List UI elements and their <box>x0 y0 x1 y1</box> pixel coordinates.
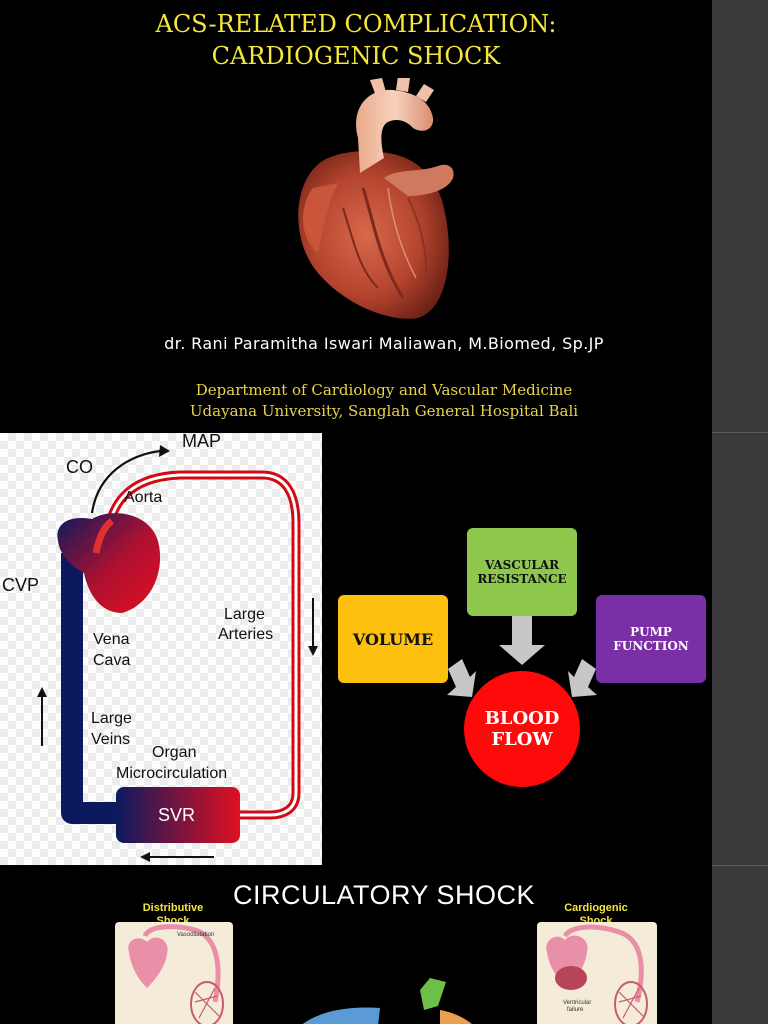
vena-cava-label-1: Vena <box>93 631 130 648</box>
blood-flow-label-1: BLOOD <box>484 708 560 729</box>
large-veins-label-2: Veins <box>91 731 131 748</box>
vascular-resistance-box: VASCULAR RESISTANCE <box>467 528 577 616</box>
distributive-label-1: Distributive <box>142 902 204 914</box>
pump-function-box: PUMP FUNCTION <box>596 595 706 683</box>
title-line-2: CARDIOGENIC SHOCK <box>211 42 501 70</box>
large-arteries-label-1: Large <box>224 606 265 623</box>
ventricular-failure-text-1: Ventricular <box>563 1000 591 1006</box>
author-name: dr. Rani Paramitha Iswari Maliawan, M.Bi… <box>164 334 604 353</box>
dept-line-2: Udayana University, Sanglah General Hosp… <box>189 402 579 420</box>
vena-cava-label-2: Cava <box>93 652 131 669</box>
vasodilatation-text: Vasodilatation <box>177 932 214 938</box>
scroll-side-strip[interactable] <box>712 0 768 1024</box>
slide-circulation[interactable]: MAP CO Aorta CVP Large Arteries Vena Cav… <box>0 433 712 865</box>
blood-flow-label-2: FLOW <box>491 729 553 750</box>
slide-title-heading: ACS-RELATED COMPLICATION: CARDIOGENIC SH… <box>0 8 712 72</box>
large-arteries-label-2: Arteries <box>218 626 274 643</box>
co-label: CO <box>66 457 93 477</box>
svr-label: SVR <box>158 805 196 825</box>
dept-line-1: Department of Cardiology and Vascular Me… <box>195 381 573 399</box>
organ-label-1: Organ <box>152 744 197 761</box>
large-veins-label-1: Large <box>91 710 132 727</box>
cardiogenic-shock-card: Ventricular failure <box>537 922 657 1024</box>
slide-title[interactable]: ACS-RELATED COMPLICATION: CARDIOGENIC SH… <box>0 0 712 432</box>
department-info: Department of Cardiology and Vascular Me… <box>0 380 712 422</box>
vascular-label-1: VASCULAR <box>484 558 560 572</box>
circulation-loop <box>37 445 318 862</box>
cvp-label: CVP <box>2 575 40 595</box>
vascular-label-2: RESISTANCE <box>477 572 567 586</box>
shock-pie-partial <box>302 978 472 1024</box>
pump-label-2: FUNCTION <box>613 639 689 653</box>
distributive-illustration: Vasodilatation <box>128 924 224 1024</box>
heart-illustration <box>298 78 454 319</box>
map-label: MAP <box>182 433 222 451</box>
slide-circulatory-shock[interactable]: CIRCULATORY SHOCK Distributive Shock Vas… <box>0 866 712 1024</box>
volume-label: VOLUME <box>352 629 434 649</box>
pump-label-1: PUMP <box>630 625 672 639</box>
ventricular-failure-text-2: failure <box>567 1007 584 1013</box>
circulation-diagram: MAP CO Aorta CVP Large Arteries Vena Cav… <box>0 433 322 865</box>
organ-label-2: Microcirculation <box>116 765 228 782</box>
distributive-shock-card: Vasodilatation <box>115 922 233 1024</box>
cardiogenic-label-1: Cardiogenic <box>564 902 628 914</box>
circulatory-shock-title: CIRCULATORY SHOCK <box>232 880 536 910</box>
volume-box: VOLUME <box>338 595 448 683</box>
aorta-label: Aorta <box>124 489 163 506</box>
title-line-1: ACS-RELATED COMPLICATION: <box>155 10 557 38</box>
cardiogenic-illustration: Ventricular failure <box>546 924 648 1024</box>
blood-flow-circle: BLOOD FLOW <box>464 671 580 787</box>
strip-divider <box>712 865 768 866</box>
strip-divider <box>712 432 768 433</box>
